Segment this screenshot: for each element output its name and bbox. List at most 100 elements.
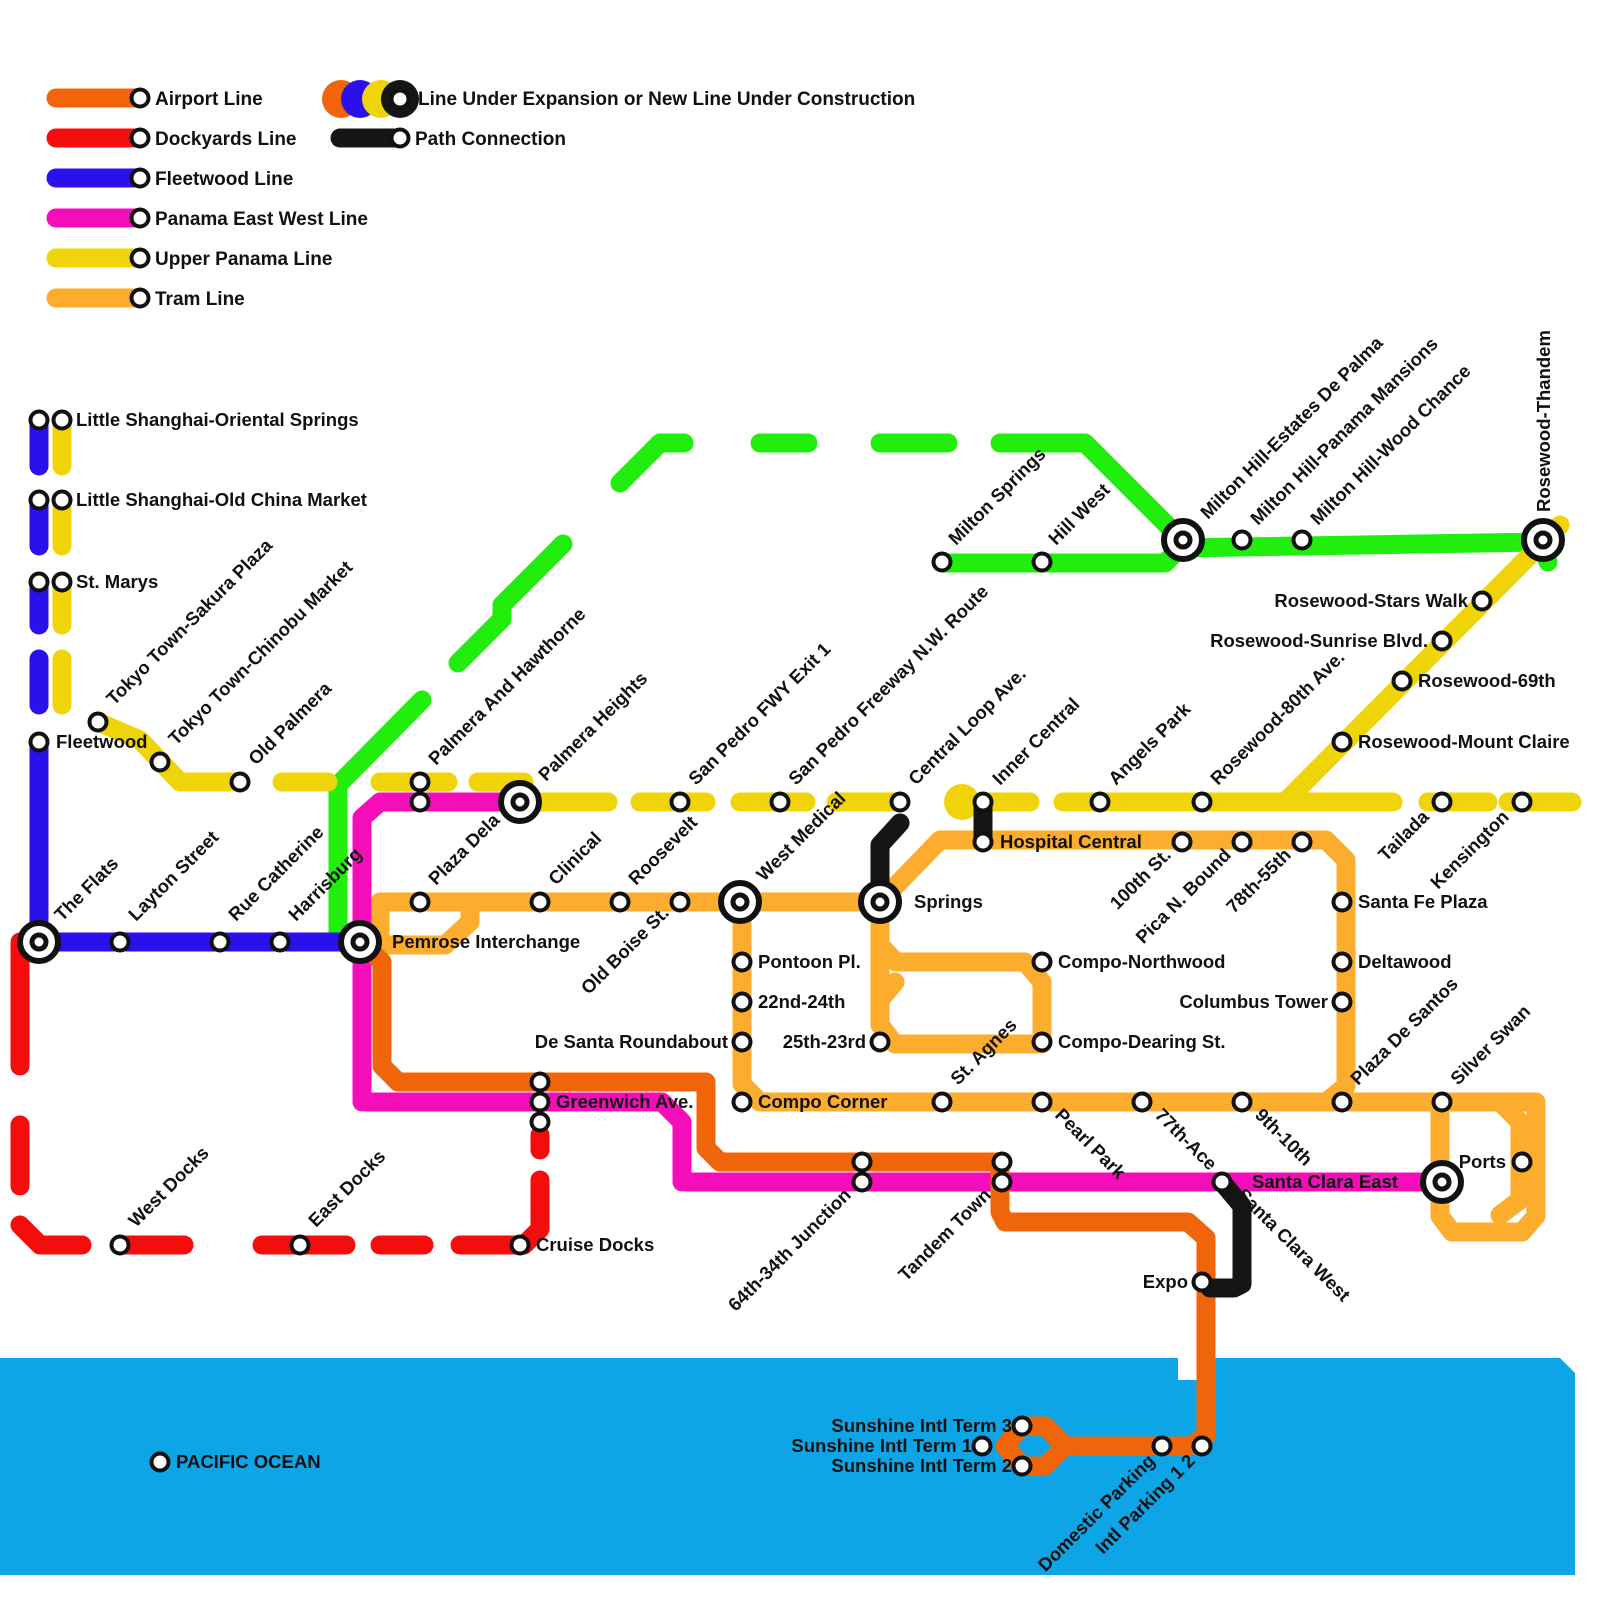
label-25-23: 25th-23rd <box>783 1031 866 1052</box>
interchange-inner-ring <box>29 932 49 952</box>
station-marker <box>731 991 753 1013</box>
station-marker <box>509 1234 531 1256</box>
label-angels-park: Angels Park <box>1104 698 1195 789</box>
station-marker <box>1171 831 1193 853</box>
station-marker <box>129 247 151 269</box>
station-marker <box>109 931 131 953</box>
station-marker <box>869 1031 891 1053</box>
station-marker <box>1231 529 1253 551</box>
label-milton-springs: Milton Springs <box>944 443 1050 549</box>
station-marker <box>409 791 431 813</box>
interchange-inner-ring <box>1432 1172 1452 1192</box>
green-seg-main <box>328 690 432 945</box>
label-clinical: Clinical <box>544 827 605 888</box>
label-de-santa: De Santa Roundabout <box>535 1031 728 1052</box>
legend-station-markers <box>129 87 411 309</box>
label-cruise-docks: Cruise Docks <box>536 1234 654 1255</box>
legend-airport-label: Airport Line <box>155 89 263 110</box>
station-marker <box>1231 1091 1253 1113</box>
legend-expansion-label: Line Under Expansion or New Line Under C… <box>418 89 915 110</box>
station-marker <box>1331 991 1353 1013</box>
station-marker <box>971 1435 993 1457</box>
legend-upper-panama-label: Upper Panama Line <box>155 249 332 270</box>
station-marker <box>1291 831 1313 853</box>
station-marker <box>51 489 73 511</box>
station-marker <box>28 409 50 431</box>
interchange-inner-ring <box>510 792 530 812</box>
label-rw-sunrise: Rosewood-Sunrise Blvd. <box>1210 630 1428 651</box>
label-pontoon: Pontoon Pl. <box>758 951 861 972</box>
station-marker <box>1391 670 1413 692</box>
interchange-stations <box>17 518 1565 1204</box>
station-marker <box>1031 1091 1053 1113</box>
label-silver-swan: Silver Swan <box>1446 1001 1534 1089</box>
station-marker <box>149 751 171 773</box>
station-marker <box>229 771 251 793</box>
interchange-inner-ring <box>1173 530 1193 550</box>
station-marker <box>129 167 151 189</box>
label-term3: Sunshine Intl Term 3 <box>831 1415 1012 1436</box>
label-st-marys: St. Marys <box>76 571 158 592</box>
station-marker <box>129 87 151 109</box>
label-78-55: 78th-55th <box>1222 844 1295 917</box>
label-roosevelt: Roosevelt <box>624 811 701 888</box>
station-marker <box>1031 951 1053 973</box>
station-marker <box>1031 1031 1053 1053</box>
station-marker <box>1291 529 1313 551</box>
label-hospital-central: Hospital Central <box>1000 831 1142 852</box>
station-marker <box>972 791 994 813</box>
station-marker <box>129 207 151 229</box>
station-marker <box>731 1031 753 1053</box>
label-old-palmera: Old Palmera <box>244 677 336 769</box>
label-term2: Sunshine Intl Term 2 <box>831 1455 1012 1476</box>
station-marker <box>529 1091 551 1113</box>
station-marker <box>1331 1091 1353 1113</box>
label-rw-mount: Rosewood-Mount Claire <box>1358 731 1570 752</box>
station-marker <box>149 1451 171 1473</box>
station-marker <box>529 1071 551 1093</box>
station-marker <box>269 931 291 953</box>
label-layton: Layton Street <box>124 826 222 924</box>
label-kensington: Kensington <box>1426 806 1513 893</box>
station-marker <box>731 951 753 973</box>
label-east-docks: East Docks <box>304 1145 389 1230</box>
station-marker <box>972 831 994 853</box>
tram-springs-diag <box>870 830 1546 1242</box>
station-marker <box>1011 1455 1033 1477</box>
station-marker <box>409 771 431 793</box>
station-marker <box>529 1111 551 1133</box>
label-rw-thandem: Rosewood-Thandem <box>1533 330 1554 512</box>
red-seg-3 <box>10 1215 92 1255</box>
tram-compo-inner <box>870 972 905 1010</box>
station-marker <box>931 1091 953 1113</box>
label-old-boise: Old Boise St. <box>577 902 673 998</box>
label-hill-west: Hill West <box>1044 479 1114 549</box>
label-pearl-park: Pearl Park <box>1051 1104 1130 1183</box>
station-marker <box>669 891 691 913</box>
station-marker <box>109 1234 131 1256</box>
green-seg-dash1 <box>448 534 573 673</box>
label-tt-chinobu: Tokyo Town-Chinobu Market <box>164 556 356 748</box>
station-marker <box>389 88 411 110</box>
label-plaza-santos: Plaza De Santos <box>1346 973 1462 1089</box>
label-term1: Sunshine Intl Term 1 <box>791 1435 972 1456</box>
panama-ew-line <box>352 792 1450 1192</box>
orange-terminals <box>995 1416 1075 1476</box>
tram-compo-loop <box>870 892 1052 1054</box>
interchange-inner-ring <box>1533 530 1553 550</box>
station-marker <box>1151 1435 1173 1457</box>
station-marker <box>991 1151 1013 1173</box>
station-marker <box>1191 791 1213 813</box>
inner-central-yellow-dot <box>944 784 980 820</box>
station-marker <box>129 287 151 309</box>
station-marker <box>609 891 631 913</box>
station-marker <box>389 127 411 149</box>
legend-tram-label: Tram Line <box>155 289 245 310</box>
station-marker <box>87 711 109 733</box>
pink-main <box>352 792 1450 1192</box>
station-marker <box>1191 1271 1213 1293</box>
label-compo-dearing: Compo-Dearing St. <box>1058 1031 1226 1052</box>
station-marker <box>289 1234 311 1256</box>
label-palmera-heights: Palmera Heights <box>534 667 651 784</box>
legend-panama-ew-label: Panama East West Line <box>155 209 368 230</box>
